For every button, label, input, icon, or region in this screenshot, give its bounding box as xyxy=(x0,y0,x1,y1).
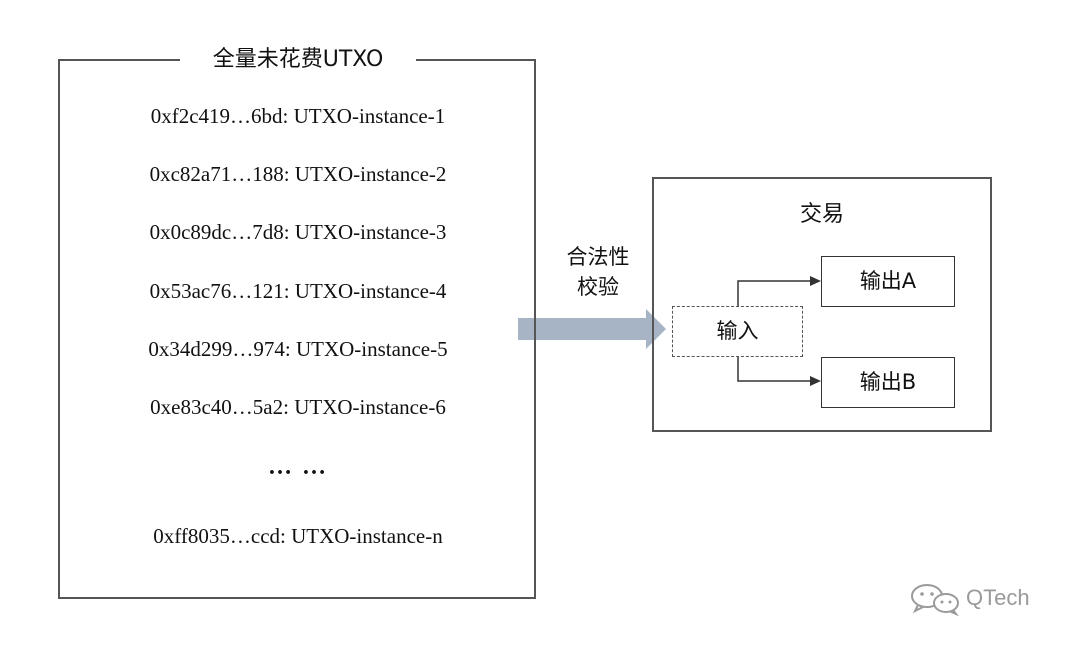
utxo-entry-2: 0xc82a71…188: UTXO-instance-2 xyxy=(149,162,447,186)
validation-label-line2: 校验 xyxy=(577,275,619,299)
utxo-set-title: 全量未花费UTXO xyxy=(180,42,416,78)
utxo-entry-5: 0x34d299…974: UTXO-instance-5 xyxy=(148,337,448,361)
utxo-entry-4: 0x53ac76…121: UTXO-instance-4 xyxy=(149,279,447,303)
utxo-entry-1: 0xf2c419…6bd: UTXO-instance-1 xyxy=(150,104,446,128)
validation-arrow xyxy=(518,309,666,349)
input-to-output-b-connector xyxy=(737,357,812,382)
watermark-text: QTech xyxy=(966,585,1030,610)
transaction-output-a-box: 输出A xyxy=(821,256,955,307)
input-to-output-a-connector xyxy=(737,280,812,306)
utxo-set-panel xyxy=(58,59,536,599)
transaction-title: 交易 xyxy=(799,202,844,227)
transaction-input-box: 输入 xyxy=(672,306,803,357)
utxo-entry-6: 0xe83c40…5a2: UTXO-instance-6 xyxy=(150,395,446,419)
transaction-output-b-box: 输出B xyxy=(821,357,955,408)
output-b-arrowhead xyxy=(810,376,821,386)
utxo-ellipsis: … … xyxy=(268,454,328,480)
transaction-panel xyxy=(652,177,992,432)
output-a-arrowhead xyxy=(810,276,821,286)
wechat-icon xyxy=(911,584,959,616)
validation-label: 合法性 校验 xyxy=(548,242,648,302)
utxo-entry-3: 0x0c89dc…7d8: UTXO-instance-3 xyxy=(149,220,447,244)
validation-label-line1: 合法性 xyxy=(566,245,630,269)
utxo-entry-n: 0xff8035…ccd: UTXO-instance-n xyxy=(153,524,443,548)
